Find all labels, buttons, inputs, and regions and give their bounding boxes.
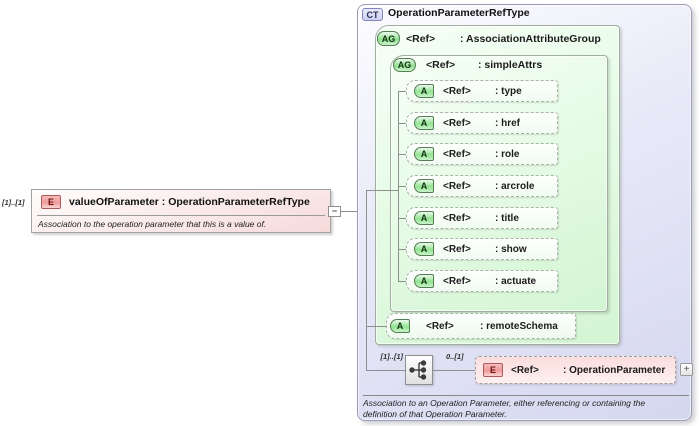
attribute-row-href[interactable]: A <Ref> : href [406,112,558,134]
attribute-label: : remoteSchema [480,320,558,332]
attribute-badge: A [414,211,434,225]
connector-stub [398,218,406,219]
collapse-icon[interactable]: − [328,206,341,217]
attribute-row-title[interactable]: A <Ref> : title [406,207,558,229]
connector-stub [398,123,406,124]
attribute-ref: <Ref> [443,85,471,97]
connector-stub [398,91,406,92]
attribute-row-arcrole[interactable]: A <Ref> : arcrole [406,175,558,197]
sequence-cardinality-left: [1]..[1] [380,352,404,361]
attribute-ref: <Ref> [443,243,471,255]
connector-line-main [341,211,366,212]
attribute-group-badge: AG [377,31,400,46]
element-badge: E [41,195,61,209]
complex-type-title: OperationParameterRefType [388,7,530,19]
attribute-ref: <Ref> [443,117,471,129]
attribute-row-remoteSchema[interactable]: A <Ref> : remoteSchema [386,313,576,339]
annotation-divider [363,395,689,396]
element-label: : OperationParameter [563,364,666,376]
sequence-icon [409,360,427,380]
simple-attrs-label: : simpleAttrs [478,59,543,71]
expand-icon[interactable]: + [680,363,693,376]
element-annotation: Association to the operation parameter t… [38,219,267,229]
attribute-label: : title [495,212,519,224]
attribute-label: : type [495,85,522,97]
attribute-ref: <Ref> [443,180,471,192]
element-cardinality: [1]..[1] [2,198,25,207]
attribute-row-actuate[interactable]: A <Ref> : actuate [406,270,558,292]
sequence-cardinality-right: 0..[1] [446,352,464,361]
attribute-badge: A [414,179,434,193]
element-title-divider [37,215,325,216]
attribute-row-type[interactable]: A <Ref> : type [406,80,558,102]
element-badge: E [483,363,503,377]
attribute-row-show[interactable]: A <Ref> : show [406,238,558,260]
connector-stub [398,154,406,155]
attribute-badge: A [390,319,410,333]
complex-type-badge: CT [362,8,383,21]
attribute-label: : arcrole [495,180,535,192]
connector-stub [398,249,406,250]
element-box-OperationParameter[interactable]: E <Ref> : OperationParameter [475,356,676,384]
complex-type-annotation-line2: definition of that Operation Parameter. [363,409,507,419]
attribute-badge: A [414,242,434,256]
attribute-ref: <Ref> [426,320,454,332]
connector-stub-remote [366,326,386,327]
element-title: valueOfParameter : OperationParameterRef… [69,196,310,208]
connector-stub-sequence [366,370,405,371]
attribute-badge: A [414,116,434,130]
attribute-ref: <Ref> [443,275,471,287]
attribute-badge: A [414,274,434,288]
attribute-group-label: : AssociationAttributeGroup [460,33,601,45]
element-box-valueOfParameter[interactable]: E valueOfParameter : OperationParameterR… [31,189,331,233]
connector-trunk [366,190,367,371]
attribute-badge: A [414,147,434,161]
connector-branch-attrs [366,190,398,191]
attribute-row-role[interactable]: A <Ref> : role [406,143,558,165]
attribute-ref: <Ref> [443,212,471,224]
attribute-label: : role [495,148,520,160]
attribute-label: : show [495,243,527,255]
attribute-ref: <Ref> [443,148,471,160]
simple-attrs-badge: AG [393,58,416,72]
attribute-group-ref: <Ref> [406,33,436,45]
attribute-badge: A [414,84,434,98]
sequence-compositor[interactable] [405,355,433,385]
connector-stub [398,186,406,187]
connector-stub [398,281,406,282]
connector-sequence-element [433,370,475,371]
attribute-label: : href [495,117,520,129]
complex-type-annotation-line1: Association to an Operation Parameter, e… [363,398,646,408]
attribute-label: : actuate [495,275,537,287]
element-ref: <Ref> [511,364,539,376]
simple-attrs-ref: <Ref> [426,59,456,71]
